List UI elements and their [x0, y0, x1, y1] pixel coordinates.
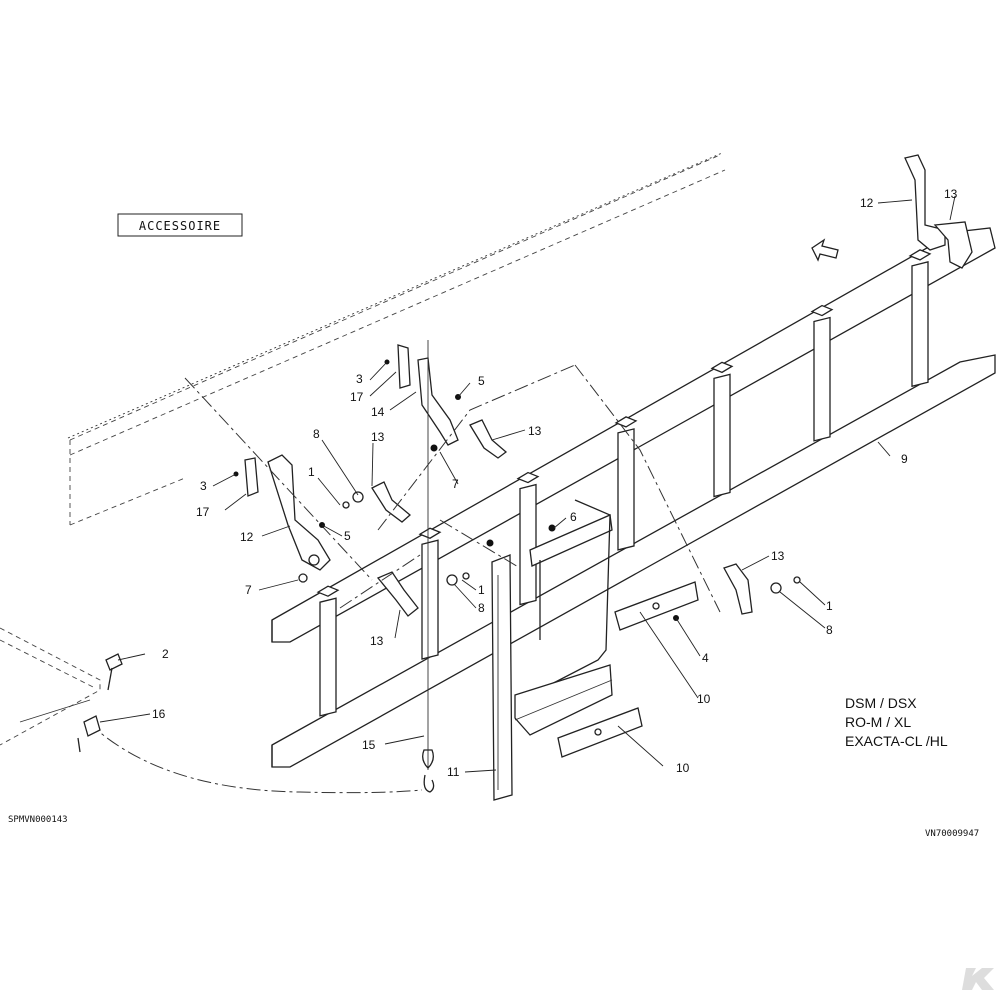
ladder-rung	[713, 373, 731, 498]
assembly-lines	[184, 364, 721, 613]
rung-socket	[710, 361, 734, 374]
model-line-2: RO-M / XL	[845, 714, 911, 730]
callout-1: 1	[308, 465, 315, 479]
model-line-1: DSM / DSX	[845, 695, 917, 711]
reference-code-left: SPMVN000143	[8, 815, 68, 825]
callout-3: 3	[200, 479, 207, 493]
machine-body-outline	[67, 152, 726, 526]
callout-8: 8	[478, 601, 485, 615]
callout-7: 7	[452, 477, 459, 491]
callout-5: 5	[478, 374, 485, 388]
callout-4: 4	[702, 651, 709, 665]
callout-10: 10	[676, 761, 690, 775]
callout-5: 5	[344, 529, 351, 543]
callout-12: 12	[240, 530, 254, 544]
rung-socket	[516, 471, 540, 484]
rung-socket	[418, 527, 442, 539]
callout-15: 15	[362, 738, 376, 752]
rung-socket	[908, 249, 932, 261]
callout-13: 13	[944, 187, 958, 201]
step-frame	[491, 499, 613, 801]
brand-mark-icon	[962, 968, 994, 990]
callout-6: 6	[570, 510, 577, 524]
callout-17: 17	[350, 390, 364, 404]
ladder-rung	[421, 539, 439, 660]
callout-10: 10	[697, 692, 711, 706]
reference-code-right: VN70009947	[925, 829, 979, 839]
callout-17: 17	[196, 505, 210, 519]
callout-12: 12	[860, 196, 874, 210]
hook-chain	[77, 653, 435, 794]
ladder-rung	[617, 428, 635, 551]
accessoire-text: ACCESSOIRE	[139, 219, 221, 233]
callout-9: 9	[901, 452, 908, 466]
callout-13: 13	[370, 634, 384, 648]
hardware	[233, 359, 801, 621]
callouts: 12 13 3 17 14 5 8 13 13 7 1 3 17 12 5 6 …	[152, 187, 958, 779]
callout-14: 14	[371, 405, 385, 419]
rung-socket	[316, 585, 340, 597]
model-line-3: EXACTA-CL /HL	[845, 733, 948, 749]
callout-11: 11	[447, 765, 460, 779]
clamps-13	[371, 419, 753, 617]
ladder-rung	[519, 483, 537, 606]
callout-13: 13	[528, 424, 542, 438]
callout-2: 2	[162, 647, 169, 661]
callout-13: 13	[771, 549, 785, 563]
callout-7: 7	[245, 583, 252, 597]
callout-1: 1	[826, 599, 833, 613]
hopper-edge	[0, 627, 101, 746]
model-list: DSM / DSX RO-M / XL EXACTA-CL /HL	[845, 695, 948, 749]
arrow-icon	[811, 238, 839, 262]
accessoire-label: ACCESSOIRE	[117, 213, 243, 237]
rung-socket	[810, 304, 834, 317]
leader-lines	[99, 195, 956, 773]
ladder-rung	[319, 597, 337, 717]
bracket-12-right	[904, 154, 973, 269]
callout-3: 3	[356, 372, 363, 386]
plates-10	[557, 581, 699, 758]
bracket-14	[397, 340, 459, 720]
ladder-rung	[813, 316, 831, 442]
callout-8: 8	[313, 427, 320, 441]
callout-8: 8	[826, 623, 833, 637]
ladder-rung	[911, 261, 929, 388]
callout-13: 13	[371, 430, 385, 444]
bracket-12-left	[244, 454, 331, 571]
callout-1: 1	[478, 583, 485, 597]
callout-16: 16	[152, 707, 166, 721]
